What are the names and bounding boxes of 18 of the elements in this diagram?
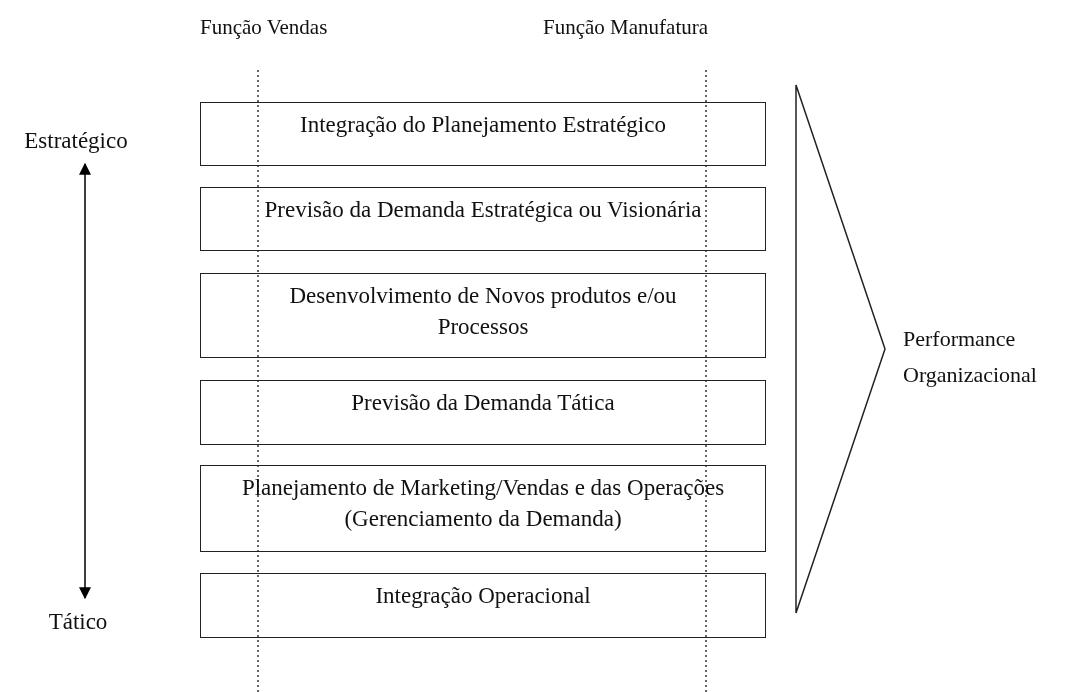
box-label: Planejamento de Marketing/Vendas e das Operações (Gerenciamento da Demanda): [240, 474, 726, 533]
process-box: [200, 465, 766, 552]
box-label: Integração do Planejamento Estratégico: [300, 111, 666, 139]
process-box: [200, 187, 766, 251]
box-label: Desenvolvimento de Novos produtos e/ou Processos: [288, 282, 678, 341]
box-label: Integração Operacional: [375, 582, 591, 610]
box-label: Previsão da Demanda Estratégica ou Visionária: [264, 196, 702, 224]
level-label: Tático: [48, 607, 108, 636]
box-label: Previsão da Demanda Tática: [351, 389, 615, 417]
column-header: Função Manufatura: [543, 14, 709, 41]
process-box: [200, 380, 766, 445]
double-arrow: [79, 162, 91, 600]
column-header: Função Vendas: [200, 14, 328, 41]
outcome-label: Performance Organizacional: [903, 325, 1038, 389]
process-box: [200, 273, 766, 358]
level-label: Estratégico: [24, 126, 128, 155]
process-box: [200, 102, 766, 166]
process-box: [200, 573, 766, 638]
